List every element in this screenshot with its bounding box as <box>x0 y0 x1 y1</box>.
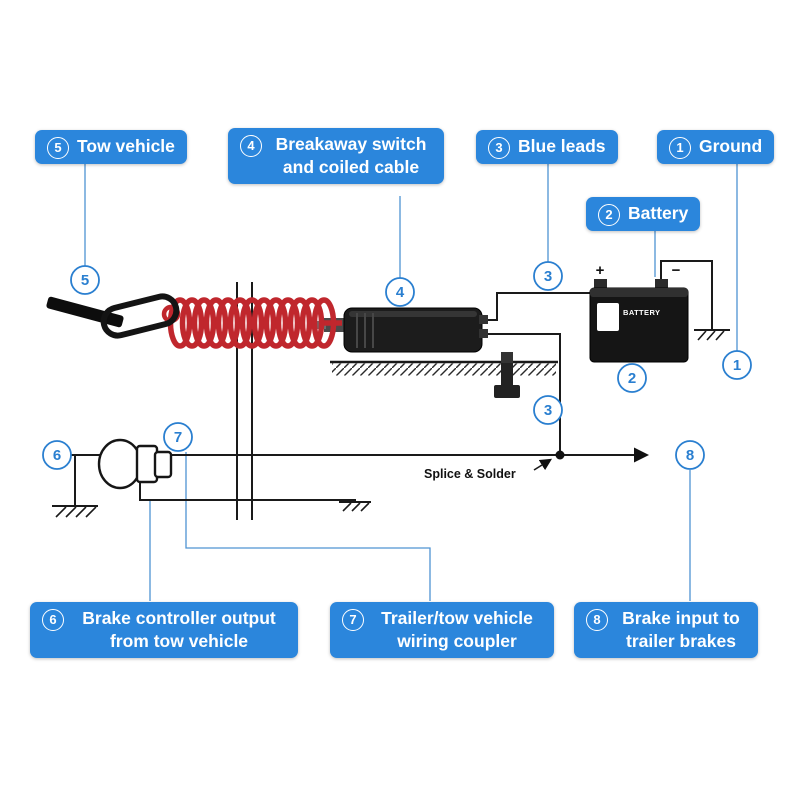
mounting-bolt <box>501 352 513 364</box>
battery-minus-sign: − <box>672 262 681 279</box>
label-breakaway-switch: 4 Breakaway switch and coiled cable <box>228 128 444 184</box>
ground-symbol-battery <box>694 329 730 341</box>
battery-label-text: BATTERY <box>623 308 660 317</box>
battery-plus-sign: + <box>596 262 605 279</box>
callout-4: 4 <box>396 284 405 301</box>
splice-label: Splice & Solder <box>424 467 516 481</box>
callout-5: 5 <box>81 272 89 289</box>
label-number-badge: 2 <box>598 204 620 226</box>
splice-junction-dot <box>555 450 565 460</box>
label-number-badge: 1 <box>669 137 691 159</box>
callout-3-top: 3 <box>544 268 552 285</box>
wiring-coupler-icon <box>97 438 173 490</box>
coiled-cable <box>161 297 342 349</box>
label-text: Trailer/tow vehicle wiring coupler <box>381 608 533 651</box>
ground-symbol-middle <box>339 501 371 512</box>
battery-icon: BATTERY + − <box>589 262 689 363</box>
label-blue-leads: 3 Blue leads <box>476 130 618 164</box>
label-wiring-coupler: 7 Trailer/tow vehicle wiring coupler <box>330 602 554 658</box>
label-brake-controller: 6 Brake controller output from tow vehic… <box>30 602 298 658</box>
callout-6: 6 <box>53 447 61 464</box>
label-text: Tow vehicle <box>77 136 175 156</box>
splice-annotation: Splice & Solder <box>424 458 553 481</box>
callout-3-bottom: 3 <box>544 402 552 419</box>
label-number-badge: 4 <box>240 135 262 157</box>
mounting-plate <box>330 352 558 398</box>
label-ground: 1 Ground <box>657 130 775 164</box>
label-text: Brake controller output from tow vehicle <box>82 608 276 651</box>
label-number-badge: 7 <box>342 609 364 631</box>
carabiner-hook-icon <box>46 293 180 339</box>
label-number-badge: 5 <box>47 137 69 159</box>
callout-1: 1 <box>733 357 741 374</box>
label-number-badge: 8 <box>586 609 608 631</box>
label-text: Brake input to trailer brakes <box>622 608 740 651</box>
ground-branch-wire <box>139 483 356 502</box>
label-text: Blue leads <box>518 136 606 156</box>
battery-ground-wire <box>660 260 713 329</box>
ground-symbol-left <box>52 505 98 518</box>
label-battery: 2 Battery <box>586 197 701 231</box>
callout-8: 8 <box>686 447 694 464</box>
label-tow-vehicle: 5 Tow vehicle <box>35 130 187 164</box>
label-text: Breakaway switch and coiled cable <box>275 134 427 177</box>
label-text: Ground <box>699 136 763 156</box>
callout-2: 2 <box>628 370 636 387</box>
label-number-badge: 3 <box>488 137 510 159</box>
callout-7: 7 <box>174 429 182 446</box>
label-text: Battery <box>628 203 689 223</box>
breakaway-switch <box>316 307 488 353</box>
label-brake-input: 8 Brake input to trailer brakes <box>574 602 758 658</box>
label-number-badge: 6 <box>42 609 64 631</box>
callout-circles: 5 4 3 3 1 2 6 7 8 <box>42 261 752 470</box>
